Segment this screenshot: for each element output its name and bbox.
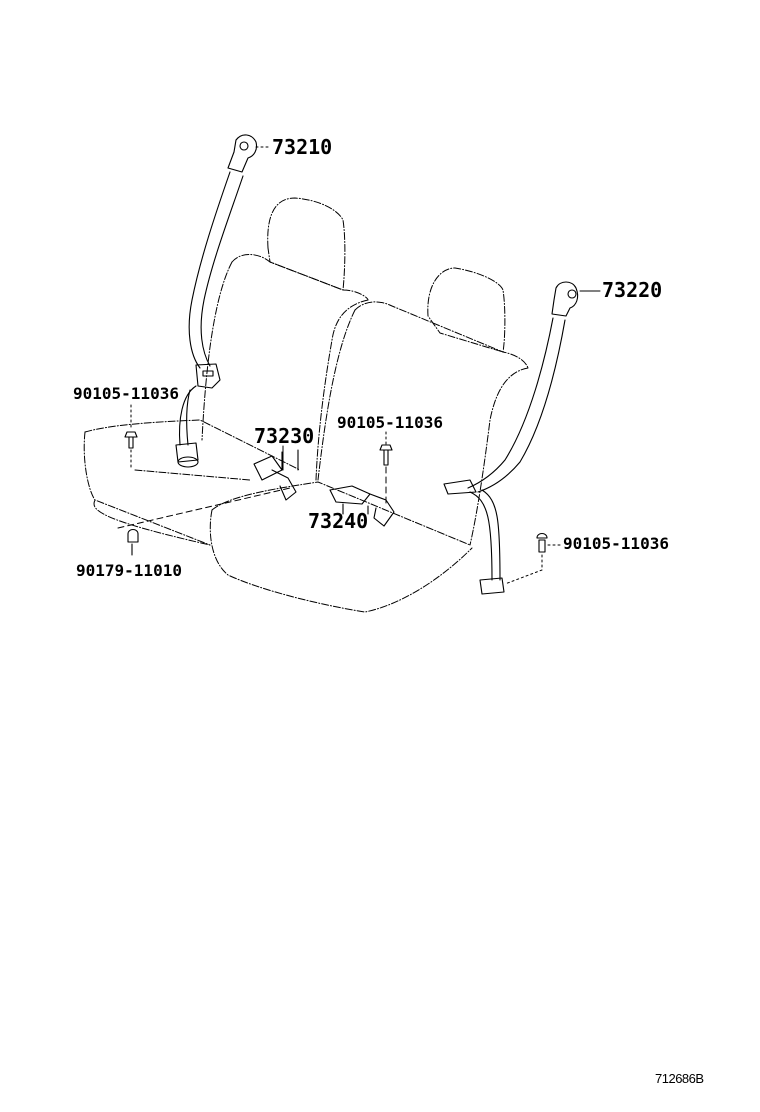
- buckle-73230: [253, 449, 299, 501]
- bolts: [124, 431, 548, 556]
- left-seat-drawing: [83, 197, 369, 546]
- left-belt-73210: [175, 134, 258, 468]
- part-label-90105-11036-left[interactable]: 90105-11036: [73, 384, 179, 403]
- part-label-73210[interactable]: 73210: [272, 135, 333, 159]
- part-label-73240[interactable]: 73240: [308, 509, 369, 533]
- part-label-90179-11010[interactable]: 90179-11010: [76, 561, 182, 580]
- dashed-lines: [117, 466, 387, 529]
- part-label-73230[interactable]: 73230: [254, 424, 315, 448]
- illustration-code: 712686B: [655, 1071, 704, 1086]
- leader-lines: [130, 146, 561, 585]
- part-label-90105-11036-center[interactable]: 90105-11036: [337, 413, 443, 432]
- part-label-90105-11036-right[interactable]: 90105-11036: [563, 534, 669, 553]
- right-seat-drawing: [209, 267, 529, 613]
- buckle-73240: [329, 485, 395, 527]
- right-belt-73220: [443, 281, 579, 595]
- part-label-73220[interactable]: 73220: [602, 278, 663, 302]
